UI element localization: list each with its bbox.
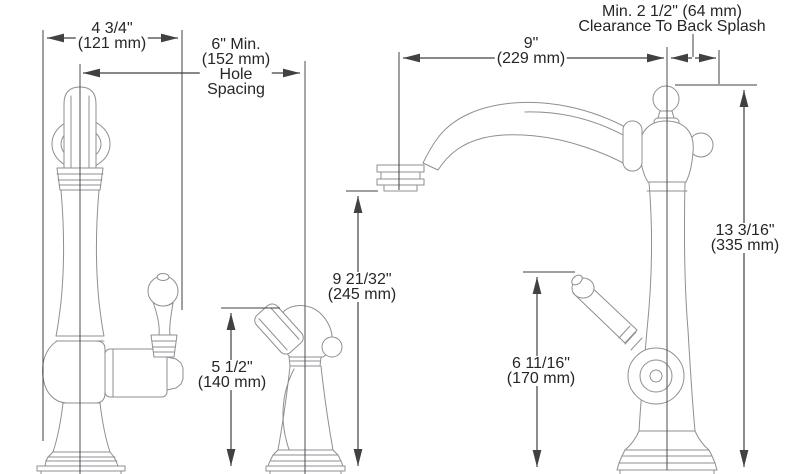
dimension-annotations [42,30,757,474]
spout-height-imperial: 9 21/32" [325,272,399,288]
faucet-width-metric: (121 mm) [75,35,149,52]
backsplash-clearance-label: Min. 2 1/2" (64 mm) Clearance To Back Sp… [576,4,768,35]
overall-height-label: 13 3/16" (335 mm) [708,223,782,254]
spout-height-metric: (245 mm) [325,286,399,303]
sprayer-height-label: 5 1/2" (140 mm) [195,360,269,391]
hole-spacing-text-1: Hole [199,67,273,83]
backsplash-clearance-value: Min. 2 1/2" (64 mm) [576,4,768,20]
faucet-front-view [36,86,184,474]
spout-reach-metric: (229 mm) [494,50,568,67]
side-sprayer-view [254,303,346,474]
hole-spacing-label: 6" Min. (152 mm) Hole Spacing [199,37,273,98]
handle-height-label: 6 11/16" (170 mm) [504,356,578,387]
overall-height-metric: (335 mm) [708,237,782,254]
sprayer-height-imperial: 5 1/2" [195,360,269,376]
hole-spacing-metric: (152 mm) [199,51,273,68]
backsplash-clearance-text: Clearance To Back Splash [576,18,768,35]
handle-height-metric: (170 mm) [504,370,578,387]
hole-spacing-imperial: 6" Min. [199,37,273,53]
faucet-width-imperial: 4 3/4" [75,21,149,37]
overall-height-imperial: 13 3/16" [708,223,782,239]
handle-height-imperial: 6 11/16" [504,356,578,372]
spout-reach-imperial: 9" [494,36,568,52]
faucet-side-view [376,85,718,474]
spout-reach-label: 9" (229 mm) [494,36,568,67]
spout-height-label: 9 21/32" (245 mm) [325,272,399,303]
faucet-width-label: 4 3/4" (121 mm) [75,21,149,52]
sprayer-height-metric: (140 mm) [195,374,269,391]
hole-spacing-text-2: Spacing [199,82,273,98]
